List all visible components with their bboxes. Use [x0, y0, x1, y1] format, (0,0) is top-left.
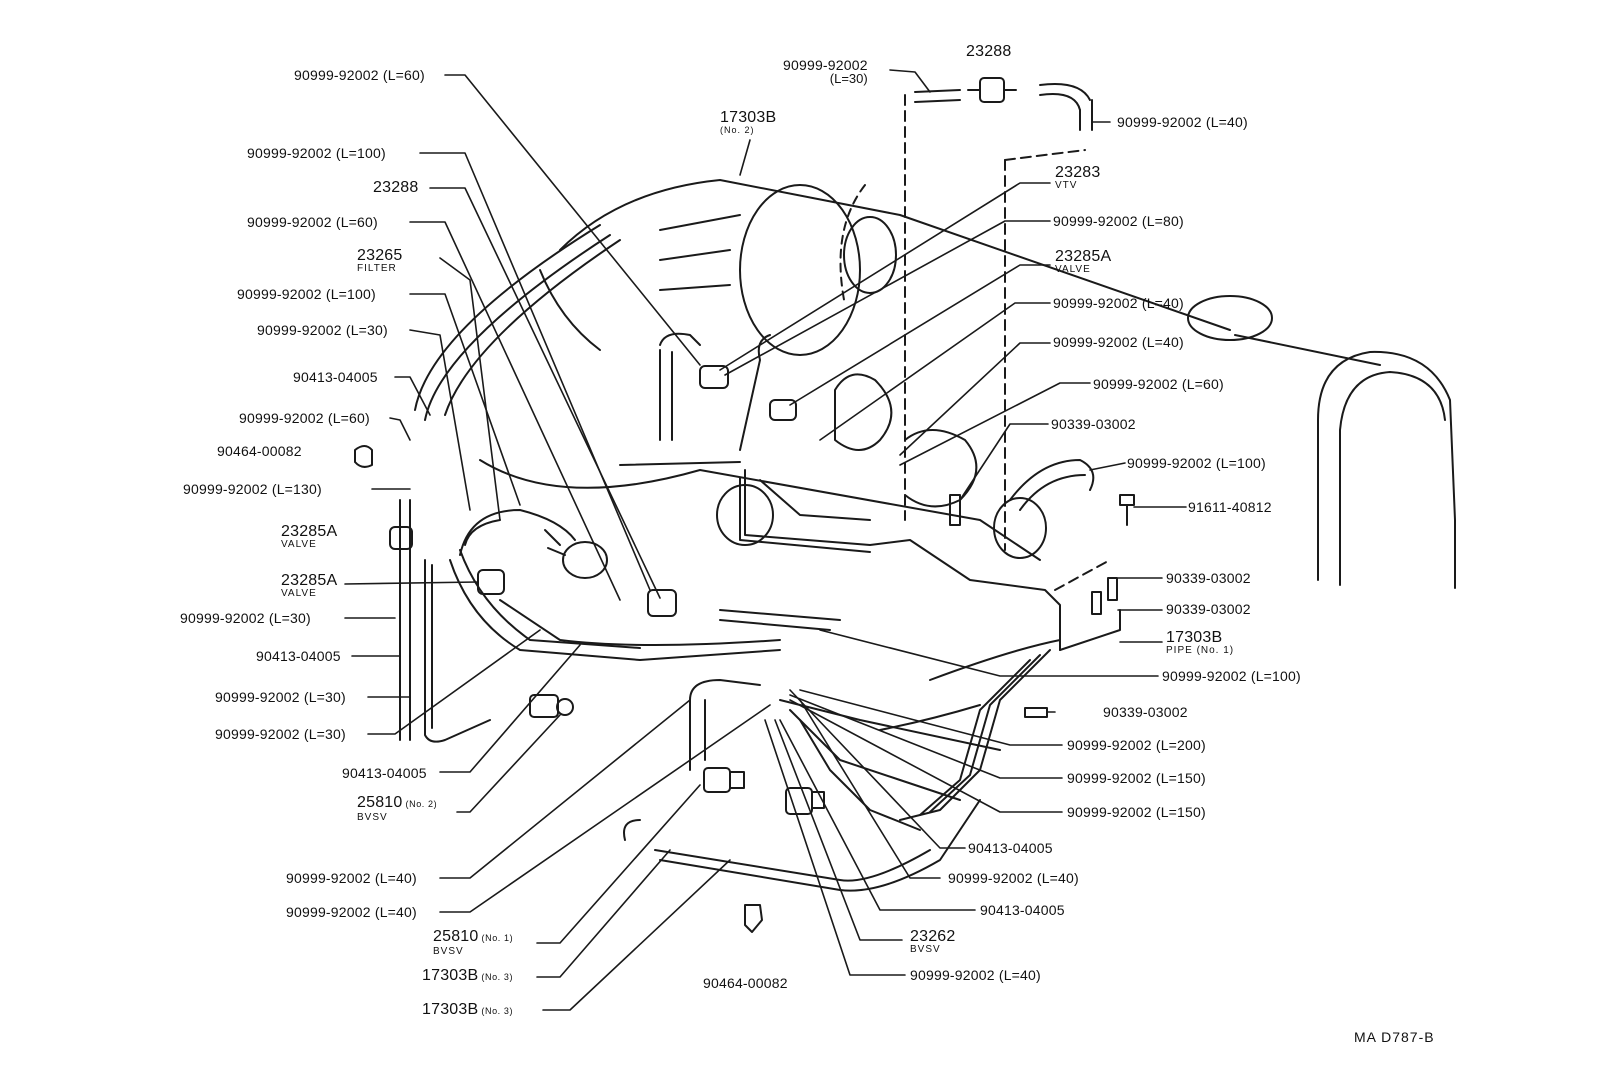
label-hose-l40-a: 90999-92002 (L=40)	[286, 870, 417, 886]
label-17303b-no3-a: 17303B(No. 3)	[422, 967, 514, 984]
clip-90464-left	[354, 445, 373, 468]
label-90413-d: 90413-04005	[980, 902, 1065, 918]
label-hose-l30-b: 90999-92002 (L=30)	[180, 610, 311, 626]
bvsv-25810-no1	[703, 767, 745, 793]
label-hose-l150-a: 90999-92002 (L=150)	[1067, 804, 1206, 820]
hose-runs	[399, 83, 1121, 892]
valve-23285a-left	[389, 526, 413, 550]
label-90413-c: 90413-04005	[342, 765, 427, 781]
label-hose-l100-d: 90999-92002 (L=100)	[1127, 455, 1266, 471]
label-hose-l40-c: 90999-92002 (L=40)	[910, 967, 1041, 983]
label-90413-e: 90413-04005	[968, 840, 1053, 856]
label-90339-a: 90339-03002	[1103, 704, 1188, 720]
label-hose-l100-a: 90999-92002 (L=100)	[247, 145, 386, 161]
label-90413-a: 90413-04005	[293, 369, 378, 385]
label-bolt-91611: 91611-40812	[1188, 499, 1272, 515]
label-clip-90464-b: 90464-00082	[703, 975, 788, 991]
drawing-code: MA D787-B	[1354, 1029, 1435, 1045]
label-hose-l30-a: 90999-92002 (L=30)	[257, 322, 388, 338]
union-90339	[949, 494, 1118, 718]
label-90339-d: 90339-03002	[1051, 416, 1136, 432]
actuator-left	[716, 484, 774, 546]
label-hose-l200: 90999-92002 (L=200)	[1067, 737, 1206, 753]
label-hose-l60-c: 90999-92002 (L=60)	[239, 410, 370, 426]
label-hose-l40-d: 90999-92002 (L=40)	[948, 870, 1079, 886]
label-hose-l80: 90999-92002 (L=80)	[1053, 213, 1184, 229]
label-17303b-no2: 17303B(No. 2)	[720, 109, 777, 136]
bolt-91611	[1119, 494, 1135, 526]
bvsv-25810-no2	[529, 694, 574, 718]
label-hose-l30-top: 90999-92002(L=30)	[783, 57, 868, 86]
label-bvsv-25810-no2: 25810(No. 2)BVSV	[357, 794, 438, 824]
label-hose-l40-g: 90999-92002 (L=40)	[1117, 114, 1248, 130]
valve-23285a-mid	[477, 569, 505, 595]
label-hose-l60-top: 90999-92002 (L=60)	[294, 67, 425, 83]
valve-23285a-upper	[769, 399, 797, 421]
actuator-right	[993, 497, 1047, 559]
label-hose-l130: 90999-92002 (L=130)	[183, 481, 322, 497]
label-hose-l40-f: 90999-92002 (L=40)	[1053, 295, 1184, 311]
label-90413-b: 90413-04005	[256, 648, 341, 664]
label-90339-c: 90339-03002	[1166, 570, 1251, 586]
label-17303b-no3-b: 17303B(No. 3)	[422, 1001, 514, 1018]
label-hose-l30-d: 90999-92002 (L=30)	[215, 726, 346, 742]
filter-23265	[544, 529, 608, 579]
label-hose-l40-e: 90999-92002 (L=40)	[1053, 334, 1184, 350]
label-bvsv-25810-no1: 25810(No. 1)BVSV	[433, 928, 514, 958]
label-90339-b: 90339-03002	[1166, 601, 1251, 617]
label-hose-l30-c: 90999-92002 (L=30)	[215, 689, 346, 705]
engine-outline	[479, 94, 1456, 731]
label-23288-left: 23288	[373, 179, 419, 196]
valve-23288-mid	[647, 589, 677, 617]
vtv-23283	[699, 365, 729, 389]
clip-90464-bottom	[744, 904, 763, 933]
label-23288-top: 23288	[966, 43, 1012, 60]
leader-lines	[344, 69, 1187, 1011]
label-clip-90464-a: 90464-00082	[217, 443, 302, 459]
label-hose-l100-c: 90999-92002 (L=100)	[1162, 668, 1301, 684]
label-hose-l150-b: 90999-92002 (L=150)	[1067, 770, 1206, 786]
label-hose-l40-b: 90999-92002 (L=40)	[286, 904, 417, 920]
label-hose-l60-b: 90999-92002 (L=60)	[247, 214, 378, 230]
components	[354, 77, 1135, 933]
label-hose-l60-d: 90999-92002 (L=60)	[1093, 376, 1224, 392]
label-hose-l100-b: 90999-92002 (L=100)	[237, 286, 376, 302]
valve-23288-top	[967, 77, 1017, 103]
